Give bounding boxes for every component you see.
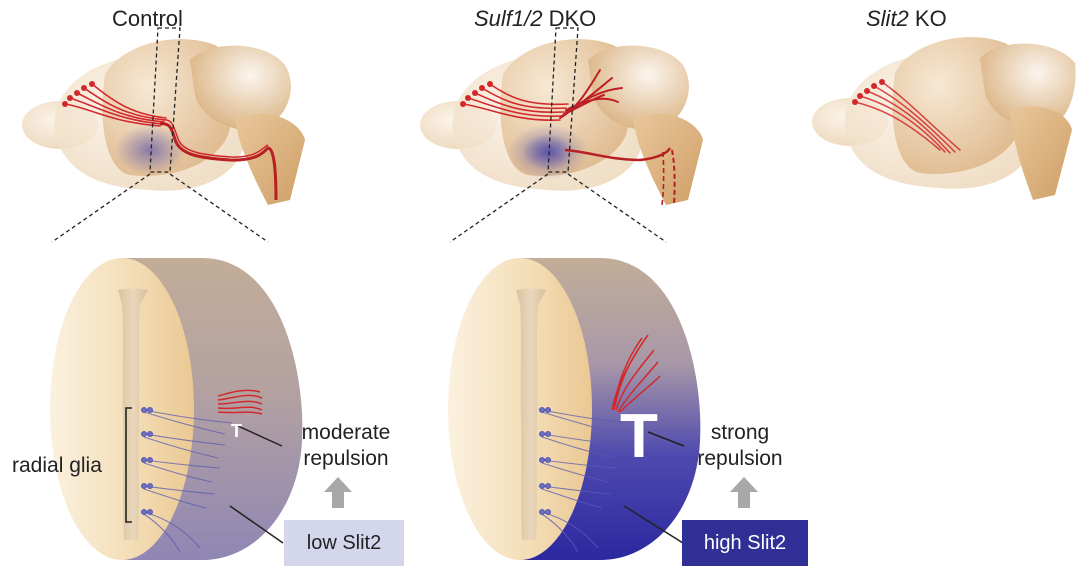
slice-control xyxy=(50,258,352,560)
strong-line2: repulsion xyxy=(688,446,792,472)
t-bar-icon-small: T xyxy=(231,418,242,444)
strong-repulsion-label: strong repulsion xyxy=(688,420,792,472)
low-slit2-box: low Slit2 xyxy=(284,520,404,566)
moderate-line2: repulsion xyxy=(288,446,404,472)
up-arrow-icon-dko xyxy=(730,477,758,508)
t-bar-icon-large: T xyxy=(620,406,658,468)
brain-sulf-dko xyxy=(420,28,703,242)
moderate-repulsion-label: moderate repulsion xyxy=(288,420,404,472)
brain-control xyxy=(22,28,305,242)
strong-line1: strong xyxy=(688,420,792,446)
slice-sulf-dko xyxy=(448,258,758,560)
brain-slit2-ko xyxy=(812,37,1076,200)
high-slit2-box: high Slit2 xyxy=(682,520,808,566)
radial-glia-label: radial glia xyxy=(12,453,102,479)
moderate-line1: moderate xyxy=(288,420,404,446)
up-arrow-icon-control xyxy=(324,477,352,508)
